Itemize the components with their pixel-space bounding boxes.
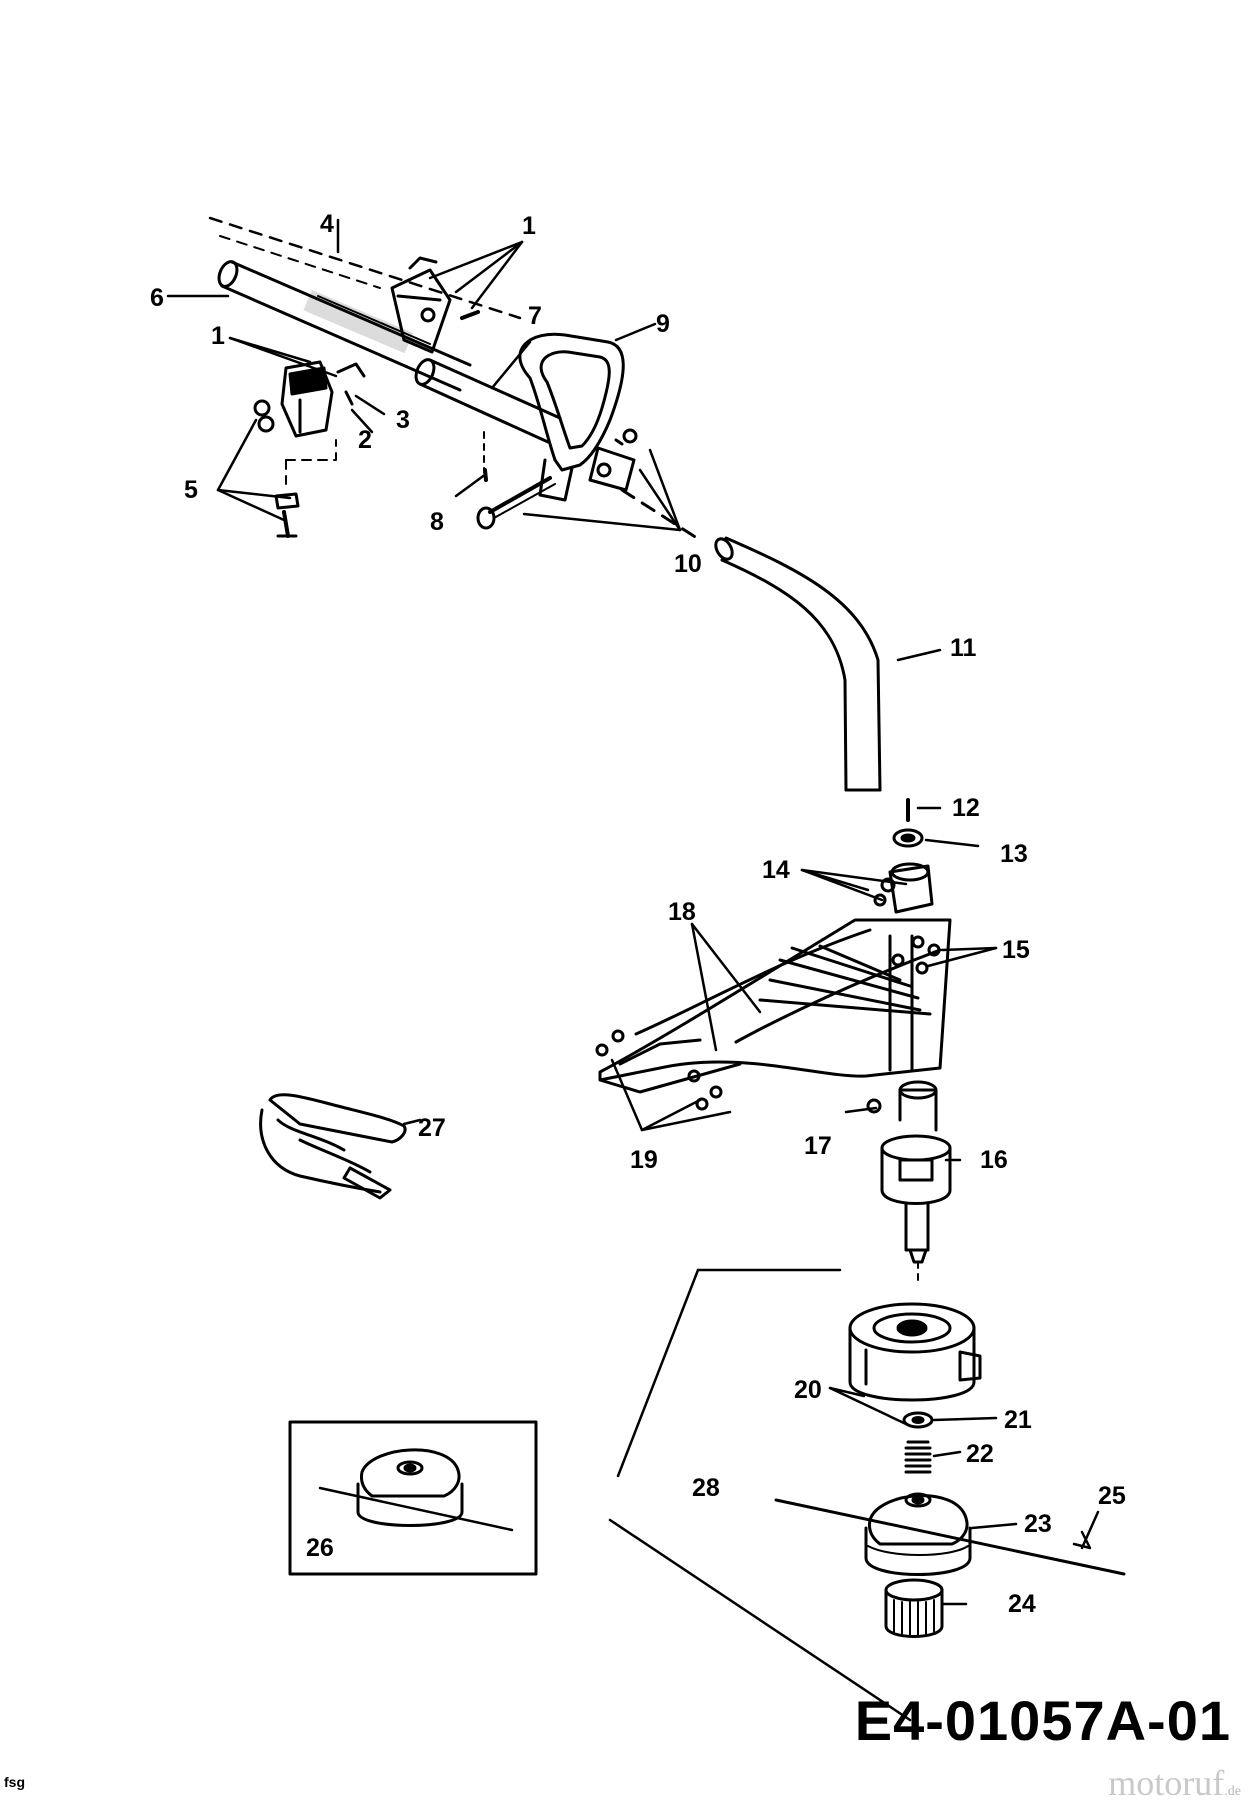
- callout-16: 16: [980, 1146, 1008, 1174]
- switch-housing: [253, 360, 366, 538]
- callout-26: 26: [306, 1534, 334, 1562]
- lower-curved-shaft: [714, 536, 882, 792]
- callout-19: 19: [630, 1146, 658, 1174]
- drawing-code: E4-01057A-01: [854, 1689, 1231, 1752]
- callout-10: 10: [674, 550, 702, 578]
- callout-18: 18: [668, 898, 696, 926]
- callout-28: 28: [692, 1474, 720, 1502]
- callout-23: 23: [1024, 1510, 1052, 1538]
- spare-spool-box: [288, 1420, 538, 1576]
- callout-3: 3: [396, 406, 410, 434]
- watermark-logo: motoruf.de: [1108, 1762, 1241, 1804]
- watermark-brand: motoruf: [1108, 1763, 1225, 1803]
- callout-27: 27: [418, 1114, 446, 1142]
- callout-labels: 1 1 2 3 4 5 6 7 8 9 10 11 12 13 14 15 16…: [150, 210, 1126, 1618]
- callout-14: 14: [762, 856, 790, 884]
- shaft-clamp-parts: [873, 798, 934, 914]
- corner-mark: fsg: [4, 1774, 25, 1790]
- loop-handle: [518, 332, 638, 502]
- watermark-tld: .de: [1224, 1784, 1241, 1799]
- callout-22: 22: [966, 1440, 994, 1468]
- callout-12: 12: [952, 794, 980, 822]
- callout-15: 15: [1002, 936, 1030, 964]
- leader-lines: [166, 218, 1100, 1722]
- callout-1-upper: 1: [522, 212, 536, 240]
- callout-2: 2: [358, 426, 372, 454]
- callout-6: 6: [150, 284, 164, 312]
- callout-17: 17: [804, 1132, 832, 1160]
- callout-8: 8: [430, 508, 444, 536]
- callout-1-lower: 1: [211, 322, 225, 350]
- callout-20: 20: [794, 1376, 822, 1404]
- spool-housing: [848, 1302, 982, 1402]
- upper-shaft: [208, 216, 562, 444]
- bump-knob: [884, 1578, 944, 1638]
- upper-housing-clamp: [390, 256, 480, 354]
- trimmer-spool: [774, 1492, 1126, 1576]
- callout-9: 9: [656, 310, 670, 338]
- gearhead: [866, 1080, 952, 1281]
- callout-13: 13: [1000, 840, 1028, 868]
- callout-24: 24: [1008, 1590, 1036, 1618]
- debris-shield: [595, 918, 952, 1111]
- handle-bolt: [476, 431, 702, 542]
- callout-21: 21: [1004, 1406, 1032, 1434]
- callout-5: 5: [184, 476, 198, 504]
- callout-4: 4: [320, 210, 334, 238]
- shoulder-strap: [259, 1093, 407, 1200]
- callout-11: 11: [950, 634, 977, 662]
- callout-25: 25: [1098, 1482, 1126, 1510]
- callout-7: 7: [528, 302, 542, 330]
- washer-and-spring: [902, 1411, 934, 1474]
